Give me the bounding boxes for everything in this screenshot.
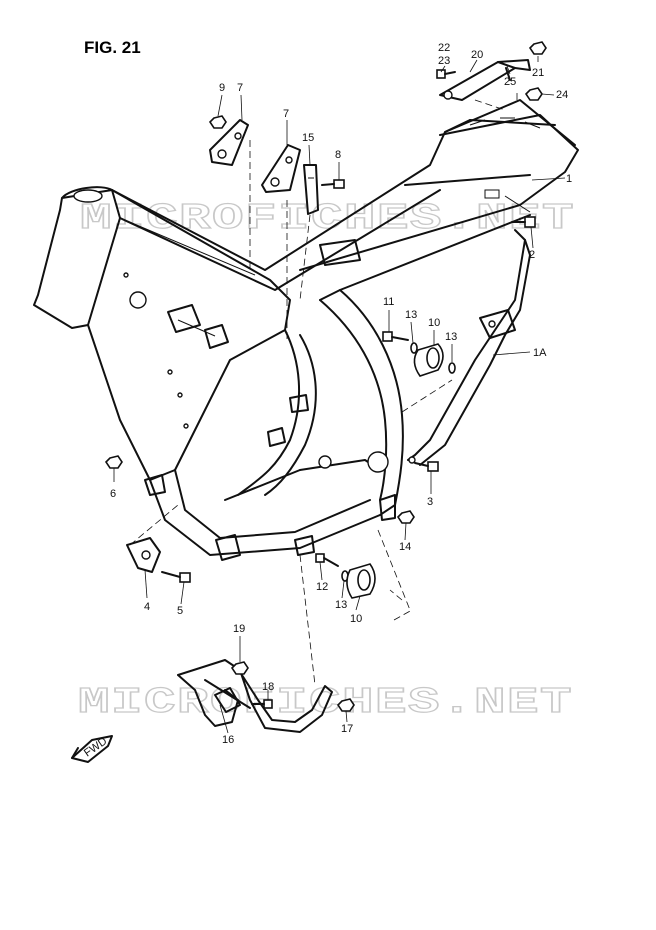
callout-10-top: 10: [428, 317, 440, 329]
callout-10-bottom: 10: [350, 613, 362, 625]
callout-12: 12: [316, 581, 328, 593]
callout-23: 23: [438, 55, 450, 67]
bracket-4: [126, 537, 161, 573]
callout-7-left: 7: [237, 82, 243, 94]
callout-6: 6: [110, 488, 116, 500]
callout-20: 20: [471, 49, 483, 61]
bracket-9-7: [209, 119, 249, 166]
callout-16: 16: [222, 734, 234, 746]
callout-22: 22: [438, 42, 450, 54]
callout-3: 3: [427, 496, 433, 508]
bracket-7: [261, 144, 301, 193]
callout-numbers: 22 23 20 25 21 24 9 7 7 15 8 1 2 11 13 1…: [110, 42, 572, 746]
callout-21: 21: [532, 67, 544, 79]
callout-5: 5: [177, 605, 183, 617]
callout-1: 1: [566, 173, 572, 185]
callout-25: 25: [504, 76, 516, 88]
callout-4: 4: [144, 601, 150, 613]
engine-guard-16: [177, 659, 333, 733]
callout-13-bottom: 13: [335, 599, 347, 611]
figure-title: FIG. 21: [84, 38, 141, 57]
callout-17: 17: [341, 723, 353, 735]
callout-1A: 1A: [533, 347, 547, 359]
callout-11: 11: [383, 296, 394, 308]
watermark-bottom: MICROFICHES.NET: [78, 682, 573, 723]
callout-19: 19: [233, 623, 245, 635]
fasteners: [104, 41, 547, 712]
fwd-arrow-icon: FWD: [71, 735, 113, 763]
callout-15: 15: [302, 132, 314, 144]
bracket-15: [303, 164, 319, 215]
callout-14: 14: [399, 541, 411, 553]
callout-24: 24: [556, 89, 568, 101]
callout-2: 2: [529, 249, 535, 261]
callout-7-right: 7: [283, 108, 289, 120]
handle-bracket-20: [439, 59, 531, 101]
callout-13-top: 13: [405, 309, 417, 321]
main-frame: [33, 99, 579, 561]
leader-lines: [113, 56, 566, 734]
rear-subframe-1A: [407, 229, 531, 466]
callout-18: 18: [262, 681, 274, 693]
callout-8: 8: [335, 149, 341, 161]
callout-9: 9: [219, 82, 225, 94]
callout-13-right: 13: [445, 331, 457, 343]
